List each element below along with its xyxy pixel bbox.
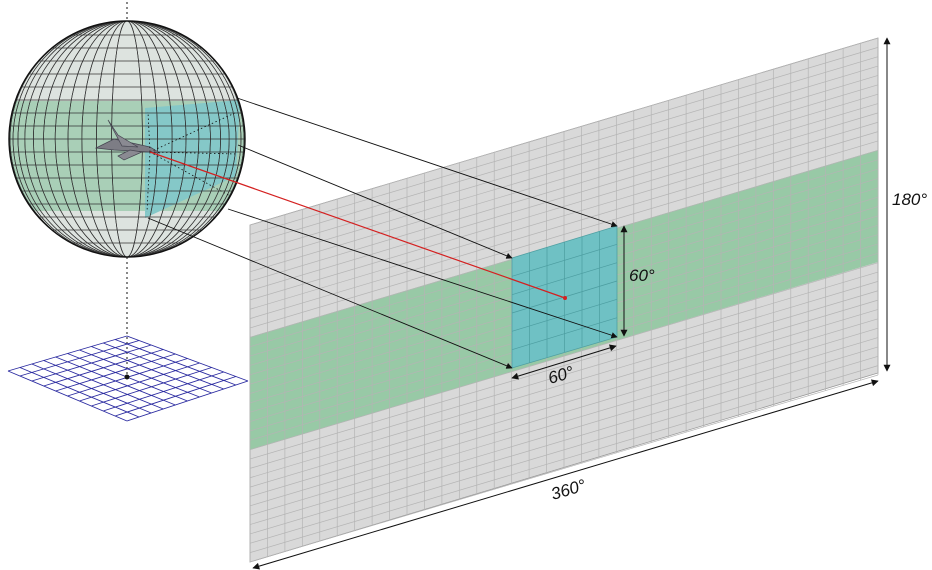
aircraft-icon (94, 119, 161, 161)
view-direction-line (149, 151, 566, 299)
dimension-arrows (252, 37, 891, 570)
globe-grid (9, 21, 245, 257)
label-360: 360° (549, 476, 588, 504)
screen-grid-line (249, 140, 879, 329)
label-fov-height: 60° (629, 266, 655, 285)
screen-grid-line (249, 93, 879, 282)
screen-grid-line (249, 65, 879, 254)
floor-grid-line (79, 362, 200, 402)
screen-grid-line (249, 56, 879, 245)
globe-fov-patch (145, 100, 240, 218)
globe-longitude-line (96, 21, 158, 257)
floor-grid-line (114, 339, 237, 386)
floor-grid-line (103, 371, 224, 412)
globe-outline (8, 20, 246, 258)
floor-grid-line (126, 335, 249, 382)
view-direction-point (563, 296, 567, 300)
globe-longitude-line (54, 21, 200, 257)
screen-grid-line (249, 75, 879, 263)
fov-grid-line (511, 317, 618, 351)
floor-grid-line (126, 380, 249, 422)
floor-grid-line (91, 367, 212, 407)
label-180: 180° (892, 190, 927, 209)
globe-longitude-line (81, 21, 173, 257)
width-360-arrow (252, 379, 879, 570)
screen-grid-line (249, 47, 879, 235)
floor-grid-line (91, 346, 212, 394)
floor-center-dot (124, 374, 130, 380)
fov-width-arrow (511, 344, 617, 380)
screen-grid-line (249, 131, 879, 319)
fov-rays-dotted (146, 111, 239, 213)
screen-grid-line (249, 37, 879, 226)
globe-longitude-line (9, 21, 245, 257)
screen-grid-line (249, 84, 879, 273)
floor-grid-line (103, 342, 224, 390)
globe-longitude-line (111, 21, 143, 257)
globe (8, 20, 246, 258)
floor-grid-line (79, 349, 200, 398)
globe-longitude-line (33, 21, 221, 257)
globe-longitude-line (67, 21, 187, 257)
screen-grid-line (249, 103, 879, 291)
screen-grid-line (249, 121, 879, 310)
globe-longitude-line (43, 21, 211, 257)
globe-longitude-line (12, 21, 242, 257)
projection-lines (147, 97, 618, 369)
globe-longitude-line (17, 21, 237, 257)
floor-grid-line (114, 376, 237, 417)
globe-longitude-line (24, 21, 230, 257)
screen-grid-line (249, 112, 879, 301)
